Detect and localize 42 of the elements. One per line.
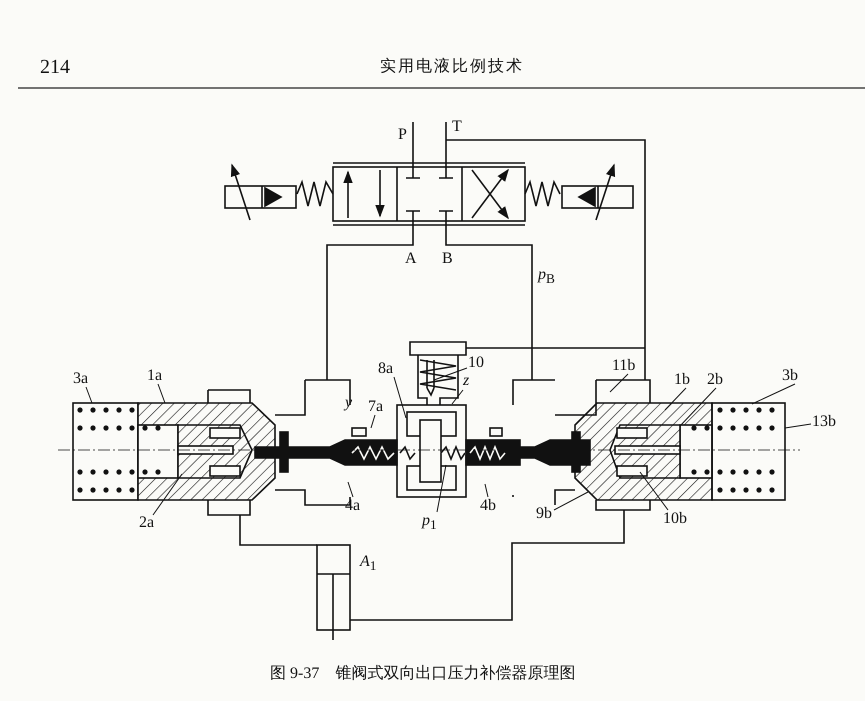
- pressure-label: p$_{B}$: [538, 266, 555, 288]
- port-label: A: [405, 250, 417, 268]
- callout-number: z: [463, 372, 470, 390]
- figure-caption: 图 9-37 锥阀式双向出口压力补偿器原理图: [270, 665, 576, 683]
- callout-number: 3a: [73, 370, 88, 388]
- leader-line: [452, 390, 464, 404]
- callout-number: p$_{1}$: [422, 512, 437, 534]
- port-label: P: [398, 126, 407, 144]
- callout-number: 2b: [707, 371, 723, 389]
- leader-line: [394, 376, 406, 418]
- leader-line: [640, 472, 668, 510]
- callout-number: 4b: [480, 497, 496, 515]
- callout-number: 7a: [368, 398, 384, 416]
- leader-line: [158, 384, 166, 404]
- page-number: 214: [40, 58, 70, 76]
- leader-line: [784, 424, 812, 428]
- callout-number: 13b: [812, 413, 836, 431]
- leader-line: [484, 484, 488, 498]
- leader-line: [152, 474, 182, 516]
- running-header: 实用电液比例技术: [380, 58, 524, 76]
- callout-number: 10b: [663, 510, 687, 528]
- leader-line: [370, 414, 376, 428]
- callout-number: 9b: [536, 505, 552, 523]
- leader-line: [610, 374, 628, 392]
- leader-line: [680, 388, 716, 426]
- leader-line: [752, 384, 796, 404]
- leader-line: [554, 492, 588, 510]
- leader-line: [664, 388, 686, 410]
- leader-line: [436, 464, 446, 512]
- callout-number: 10: [468, 354, 484, 372]
- leader-line: [434, 368, 468, 380]
- callout-number: 8a: [378, 360, 394, 378]
- leader-line: [86, 386, 92, 404]
- callout-number: 3b: [782, 367, 798, 385]
- port-label: T: [452, 118, 462, 136]
- callout-number: 2a: [139, 514, 154, 532]
- callout-number: 11b: [612, 357, 636, 375]
- port-label: B: [442, 250, 453, 268]
- leader-line: [348, 482, 354, 498]
- area-label: A$_{1}$: [360, 553, 376, 576]
- callout-number: 1a: [147, 367, 162, 385]
- callout-number: 1b: [674, 371, 690, 389]
